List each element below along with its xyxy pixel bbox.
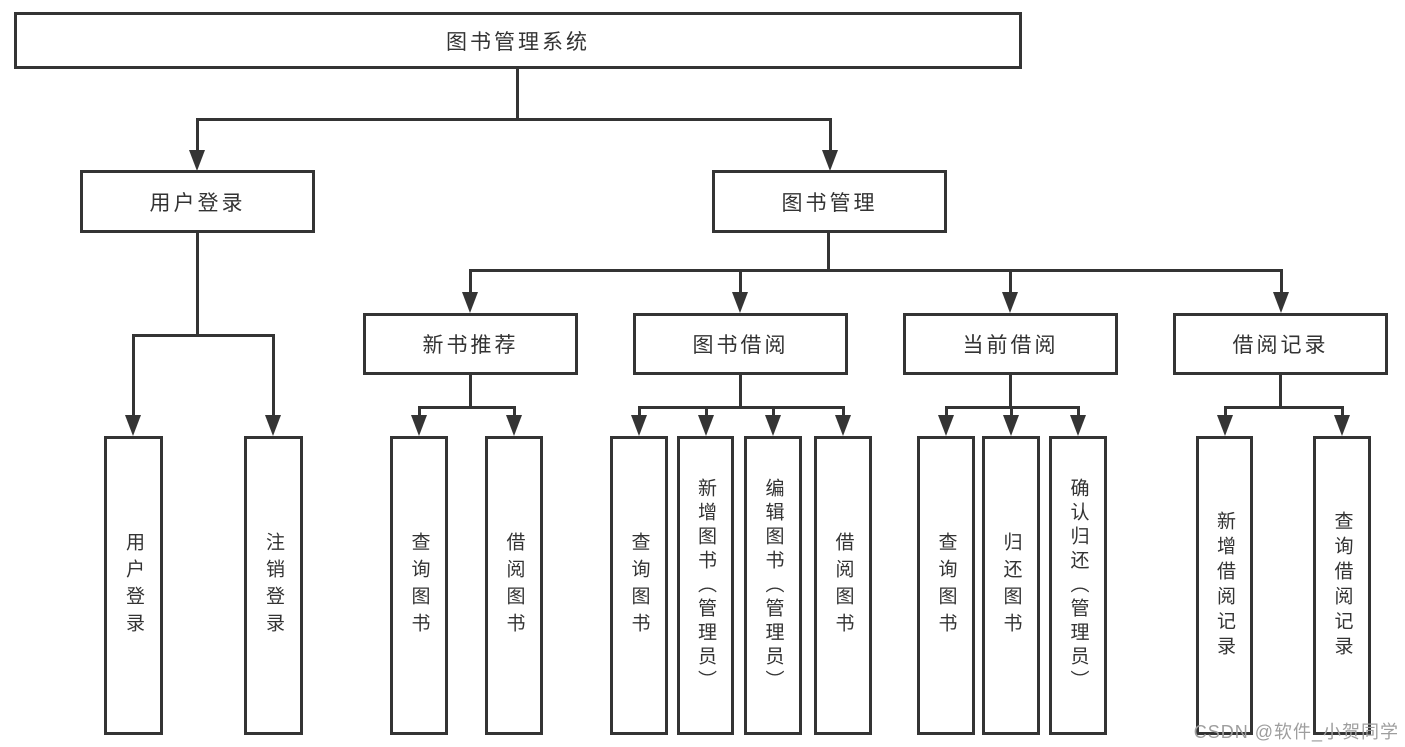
arrowhead-down (822, 150, 838, 171)
node-current-borrow: 当前借阅 (903, 313, 1118, 375)
arrowhead-down (1003, 415, 1019, 436)
leaf-add-book-admin: 新增图书（管理员） (677, 436, 734, 735)
connector-line (1279, 375, 1282, 408)
leaf-logout: 注销登录 (244, 436, 303, 735)
arrowhead-down (1002, 292, 1018, 313)
connector-line (1224, 406, 1227, 417)
connector-line (739, 375, 742, 408)
arrowhead-down (938, 415, 954, 436)
leaf-edit-book-admin: 编辑图书（管理员） (744, 436, 802, 735)
connector-line (842, 406, 845, 417)
connector-line (1280, 269, 1283, 293)
connector-line (829, 118, 832, 152)
node-user-login: 用户登录 (80, 170, 315, 233)
leaf-query-borrow-record: 查询借阅记录 (1313, 436, 1371, 735)
connector-line (418, 406, 516, 409)
leaf-return-book: 归还图书 (982, 436, 1040, 735)
leaf-query-books-recommend: 查询图书 (390, 436, 448, 735)
leaf-query-books-current: 查询图书 (917, 436, 975, 735)
connector-line (1341, 406, 1344, 417)
connector-line (1077, 406, 1080, 417)
connector-line (1010, 406, 1013, 417)
arrowhead-down (265, 415, 281, 436)
leaf-borrow-books: 借阅图书 (814, 436, 872, 735)
arrowhead-down (1070, 415, 1086, 436)
node-root: 图书管理系统 (14, 12, 1022, 69)
leaf-query-books-borrow: 查询图书 (610, 436, 668, 735)
connector-line (469, 375, 472, 408)
leaf-borrow-books-recommend: 借阅图书 (485, 436, 543, 735)
node-book-borrow: 图书借阅 (633, 313, 848, 375)
node-borrow-records: 借阅记录 (1173, 313, 1388, 375)
arrowhead-down (411, 415, 427, 436)
connector-line (1224, 406, 1343, 409)
arrowhead-down (698, 415, 714, 436)
connector-line (638, 406, 641, 417)
arrowhead-down (1273, 292, 1289, 313)
connector-line (513, 406, 516, 417)
arrowhead-down (732, 292, 748, 313)
leaf-user-login: 用户登录 (104, 436, 163, 735)
connector-line (1009, 269, 1012, 293)
connector-line (772, 406, 775, 417)
connector-line (1009, 375, 1012, 408)
leaf-add-borrow-record: 新增借阅记录 (1196, 436, 1253, 735)
connector-level1-line (196, 118, 832, 121)
arrowhead-down (506, 415, 522, 436)
connector-line (132, 334, 135, 416)
arrowhead-down (189, 150, 205, 171)
connector-line (469, 269, 472, 293)
csdn-watermark: CSDN @软件_小贺同学 (1193, 722, 1399, 742)
connector-level2-line (469, 269, 1282, 272)
connector-line (945, 406, 948, 417)
connector-line (196, 233, 199, 336)
arrowhead-down (631, 415, 647, 436)
arrowhead-down (765, 415, 781, 436)
arrowhead-down (1334, 415, 1350, 436)
connector-line (196, 118, 199, 152)
connector-line (132, 334, 274, 337)
arrowhead-down (1217, 415, 1233, 436)
connector-line (418, 406, 421, 417)
node-new-book-recommend: 新书推荐 (363, 313, 578, 375)
arrowhead-down (835, 415, 851, 436)
connector-line (638, 406, 845, 409)
connector-line (739, 269, 742, 293)
arrowhead-down (125, 415, 141, 436)
connector-line (272, 334, 275, 416)
leaf-confirm-return-admin: 确认归还（管理员） (1049, 436, 1107, 735)
node-book-management: 图书管理 (712, 170, 947, 233)
arrowhead-down (462, 292, 478, 313)
connector-line (705, 406, 708, 417)
connector-line (827, 233, 830, 271)
connector-trunk-line (516, 69, 519, 121)
